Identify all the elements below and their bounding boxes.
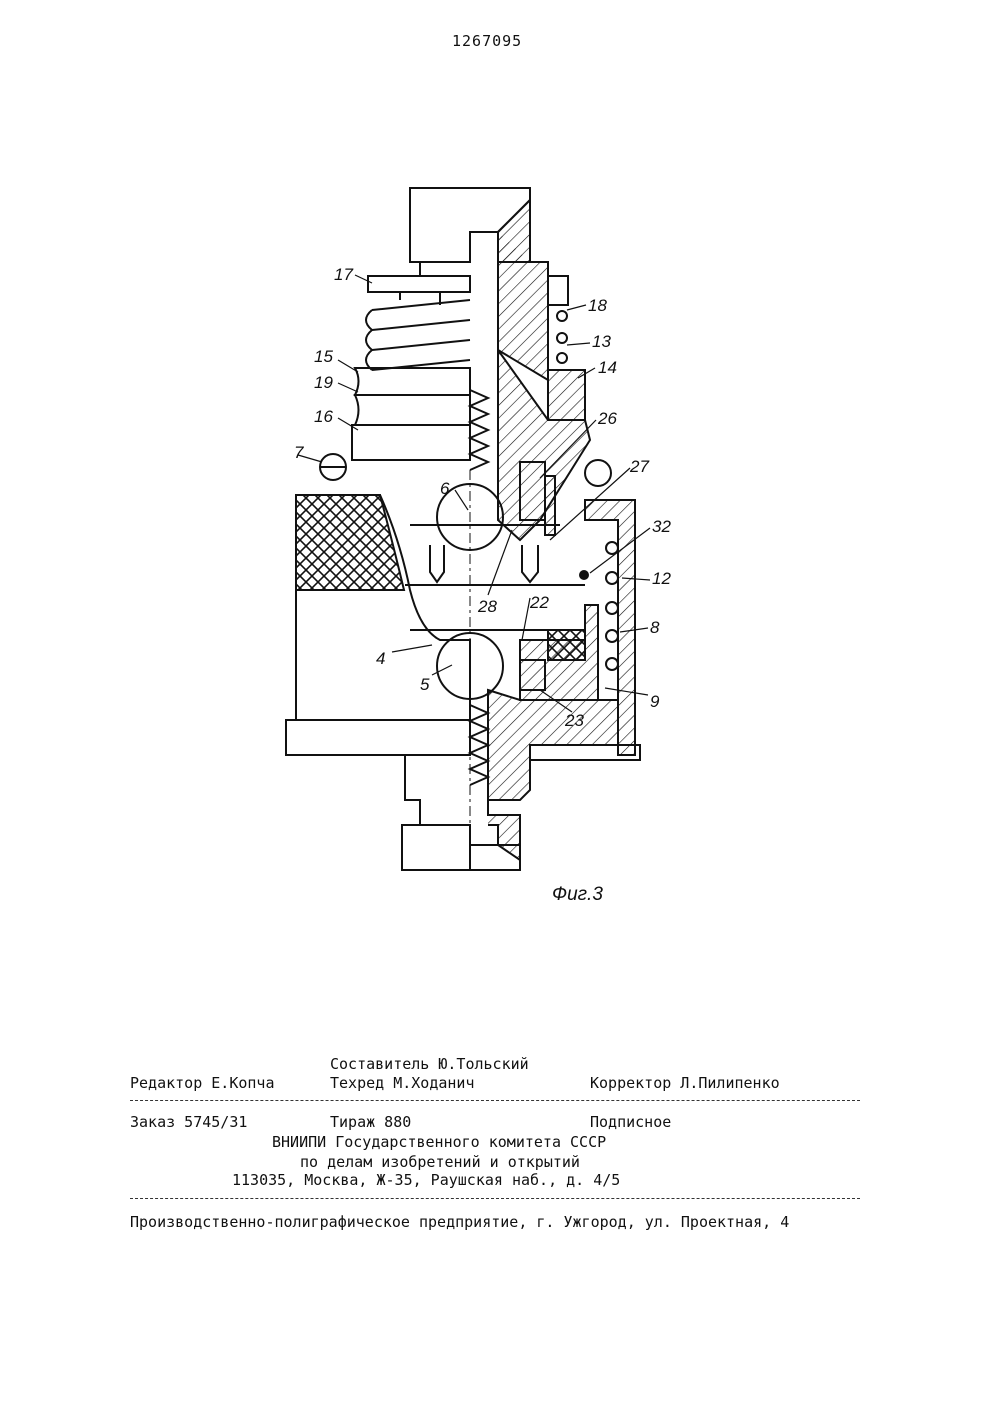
imprint-order: Заказ 5745/31	[130, 1113, 247, 1131]
label-16: 16	[314, 407, 333, 426]
imprint-corrector: Корректор Л.Пилипенко	[590, 1074, 780, 1092]
imprint-address: 113035, Москва, Ж-35, Раушская наб., д. …	[232, 1171, 620, 1189]
technical-drawing: 17 18 13 14 15 19 16 26 7 27 6 32 12 28 …	[0, 0, 1000, 930]
imprint-editor: Редактор Е.Копча	[130, 1074, 275, 1092]
label-14: 14	[598, 358, 617, 377]
label-9: 9	[650, 692, 660, 711]
label-13: 13	[592, 332, 611, 351]
label-27: 27	[629, 457, 649, 476]
label-4: 4	[376, 649, 385, 668]
label-12: 12	[652, 569, 671, 588]
imprint-org-line1: ВНИИПИ Государственного комитета СССР	[272, 1133, 606, 1151]
imprint-subscription: Подписное	[590, 1113, 671, 1131]
label-17: 17	[334, 265, 353, 284]
label-7: 7	[294, 443, 304, 462]
label-26: 26	[597, 409, 617, 428]
label-28: 28	[477, 597, 497, 616]
imprint-tech-editor: Техред М.Ходанич	[330, 1074, 475, 1092]
label-19: 19	[314, 373, 333, 392]
rule-2	[130, 1198, 860, 1199]
label-22: 22	[529, 593, 549, 612]
label-15: 15	[314, 347, 333, 366]
label-18: 18	[588, 296, 607, 315]
label-8: 8	[650, 618, 660, 637]
label-5: 5	[420, 675, 430, 694]
imprint-printer: Производственно-полиграфическое предприя…	[130, 1213, 789, 1231]
figure-caption: Фиг.3	[552, 884, 603, 906]
rule-1	[130, 1100, 860, 1101]
label-6: 6	[440, 479, 450, 498]
imprint-circulation: Тираж 880	[330, 1113, 411, 1131]
imprint-org-line2: по делам изобретений и открытий	[300, 1153, 580, 1171]
label-23: 23	[564, 711, 584, 730]
imprint-compiler: Составитель Ю.Тольский	[330, 1055, 529, 1073]
label-32: 32	[652, 517, 671, 536]
